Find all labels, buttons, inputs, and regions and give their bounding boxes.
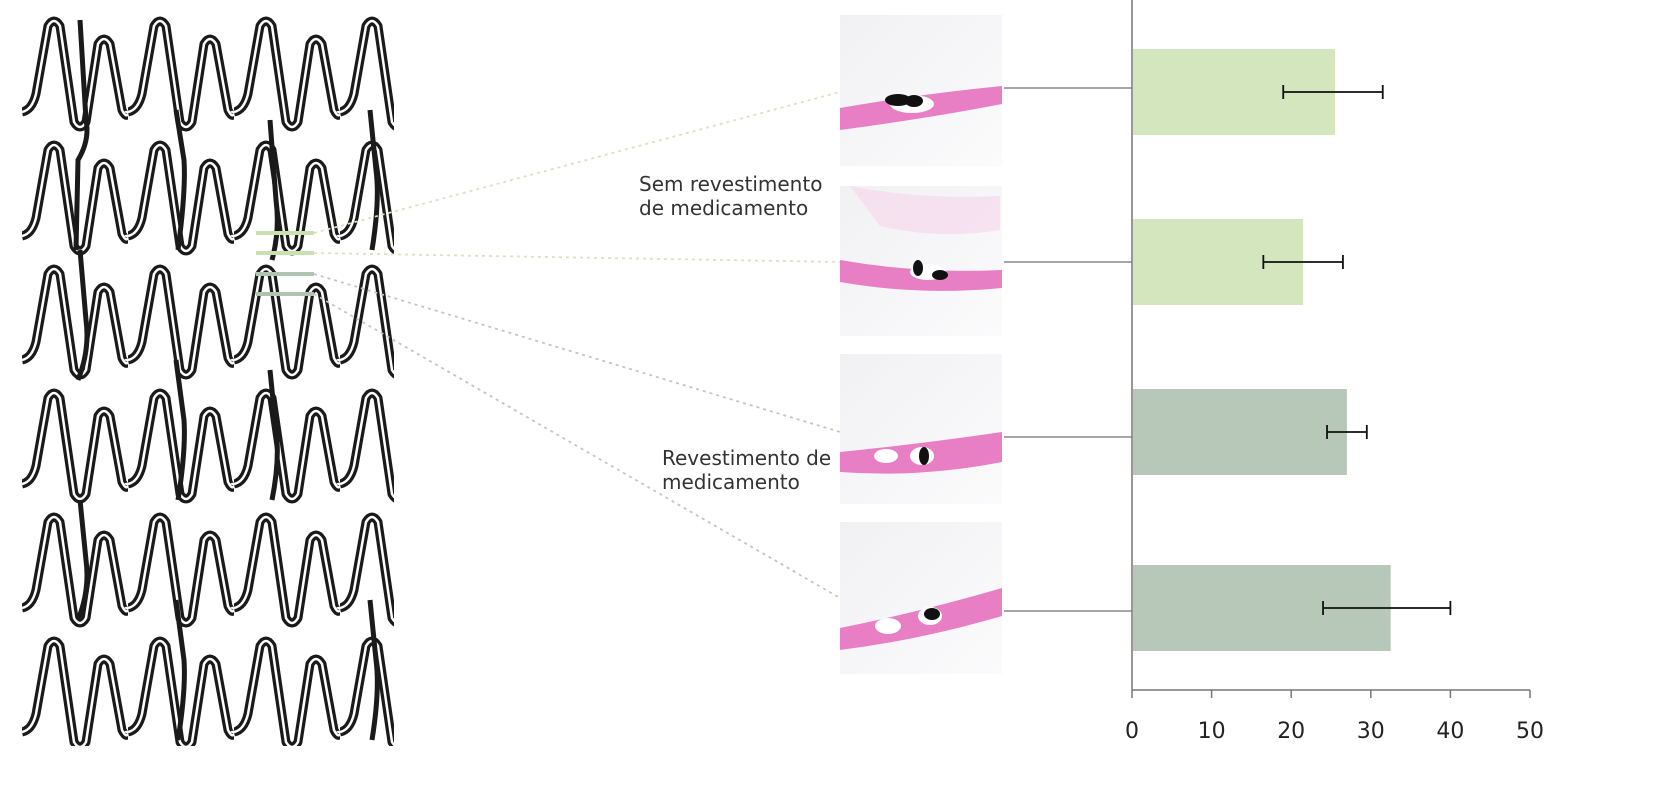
micrograph-1 <box>840 15 1002 166</box>
x-tick-label-20: 20 <box>1277 719 1305 744</box>
bar-chart: 0 10 20 30 40 50 <box>1125 0 1544 744</box>
x-axis-ticks: 0 10 20 30 40 50 <box>1125 690 1544 744</box>
x-tick-label-30: 30 <box>1357 719 1385 744</box>
micrograph-2 <box>840 186 1002 336</box>
strut-section <box>932 270 948 280</box>
x-tick-label-40: 40 <box>1436 719 1464 744</box>
micrograph-4 <box>840 522 1002 674</box>
strut-section <box>885 94 911 106</box>
bars <box>1133 49 1452 651</box>
group-label-uncoated: Sem revestimento de medicamento <box>639 172 822 220</box>
stent-connectors <box>73 19 380 741</box>
stent-mesh <box>22 14 394 746</box>
strut-section <box>905 95 923 107</box>
strut-section <box>924 608 940 620</box>
group-label-uncoated-line1: Sem revestimento <box>639 172 823 196</box>
group-label-coated-line2: medicamento <box>662 470 800 494</box>
group-label-uncoated-line2: de medicamento <box>639 196 809 220</box>
stent-illustration <box>22 14 394 746</box>
group-label-coated-line1: Revestimento de <box>662 446 832 470</box>
bar-3 <box>1133 389 1347 475</box>
strut-section <box>913 260 923 276</box>
group-label-coated: Revestimento de medicamento <box>662 446 831 494</box>
leader-lines <box>313 91 841 599</box>
x-tick-label-10: 10 <box>1198 719 1226 744</box>
micrographs <box>840 15 1002 674</box>
section-markers <box>256 231 314 296</box>
x-tick-label-50: 50 <box>1516 719 1544 744</box>
leader-line-4 <box>313 293 841 599</box>
x-tick-label-0: 0 <box>1125 719 1139 744</box>
strut-section <box>919 447 929 465</box>
micrograph-3 <box>840 354 1002 504</box>
leader-line-3 <box>313 273 841 433</box>
micrograph-connectors <box>1004 87 1132 612</box>
